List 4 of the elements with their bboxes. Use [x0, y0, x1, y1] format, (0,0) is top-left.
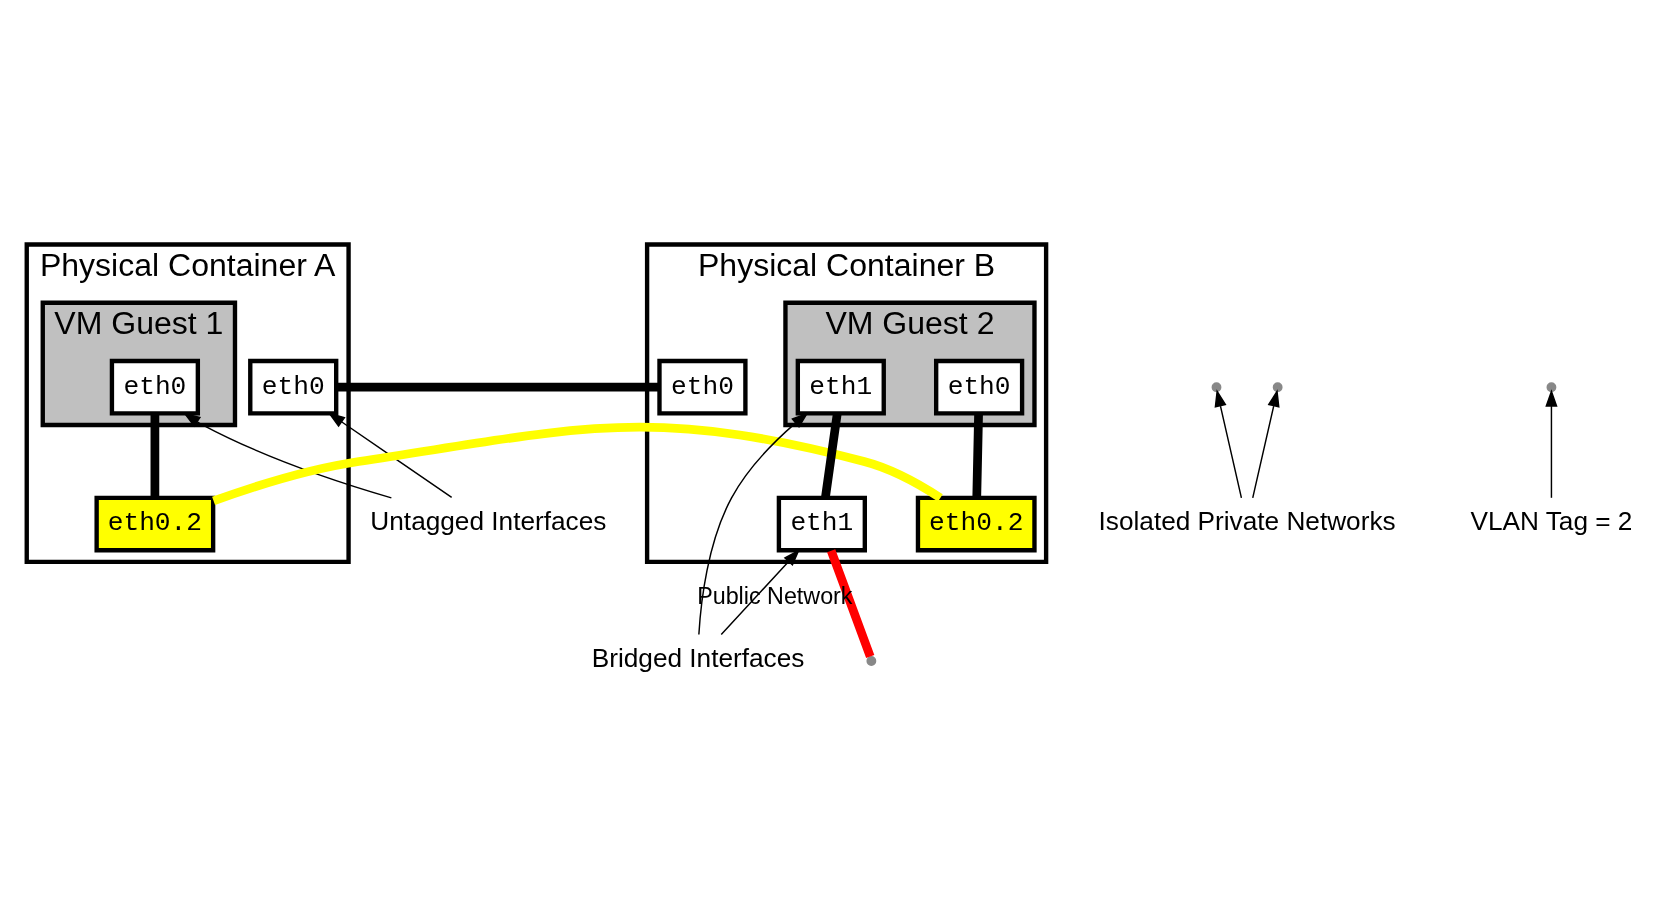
node-text: VLAN Tag = 2	[1470, 506, 1633, 537]
node-text: Bridged Interfaces	[591, 643, 805, 674]
node-text: Isolated Private Networks	[1098, 506, 1396, 537]
node-text: Untagged Interfaces	[370, 506, 607, 537]
